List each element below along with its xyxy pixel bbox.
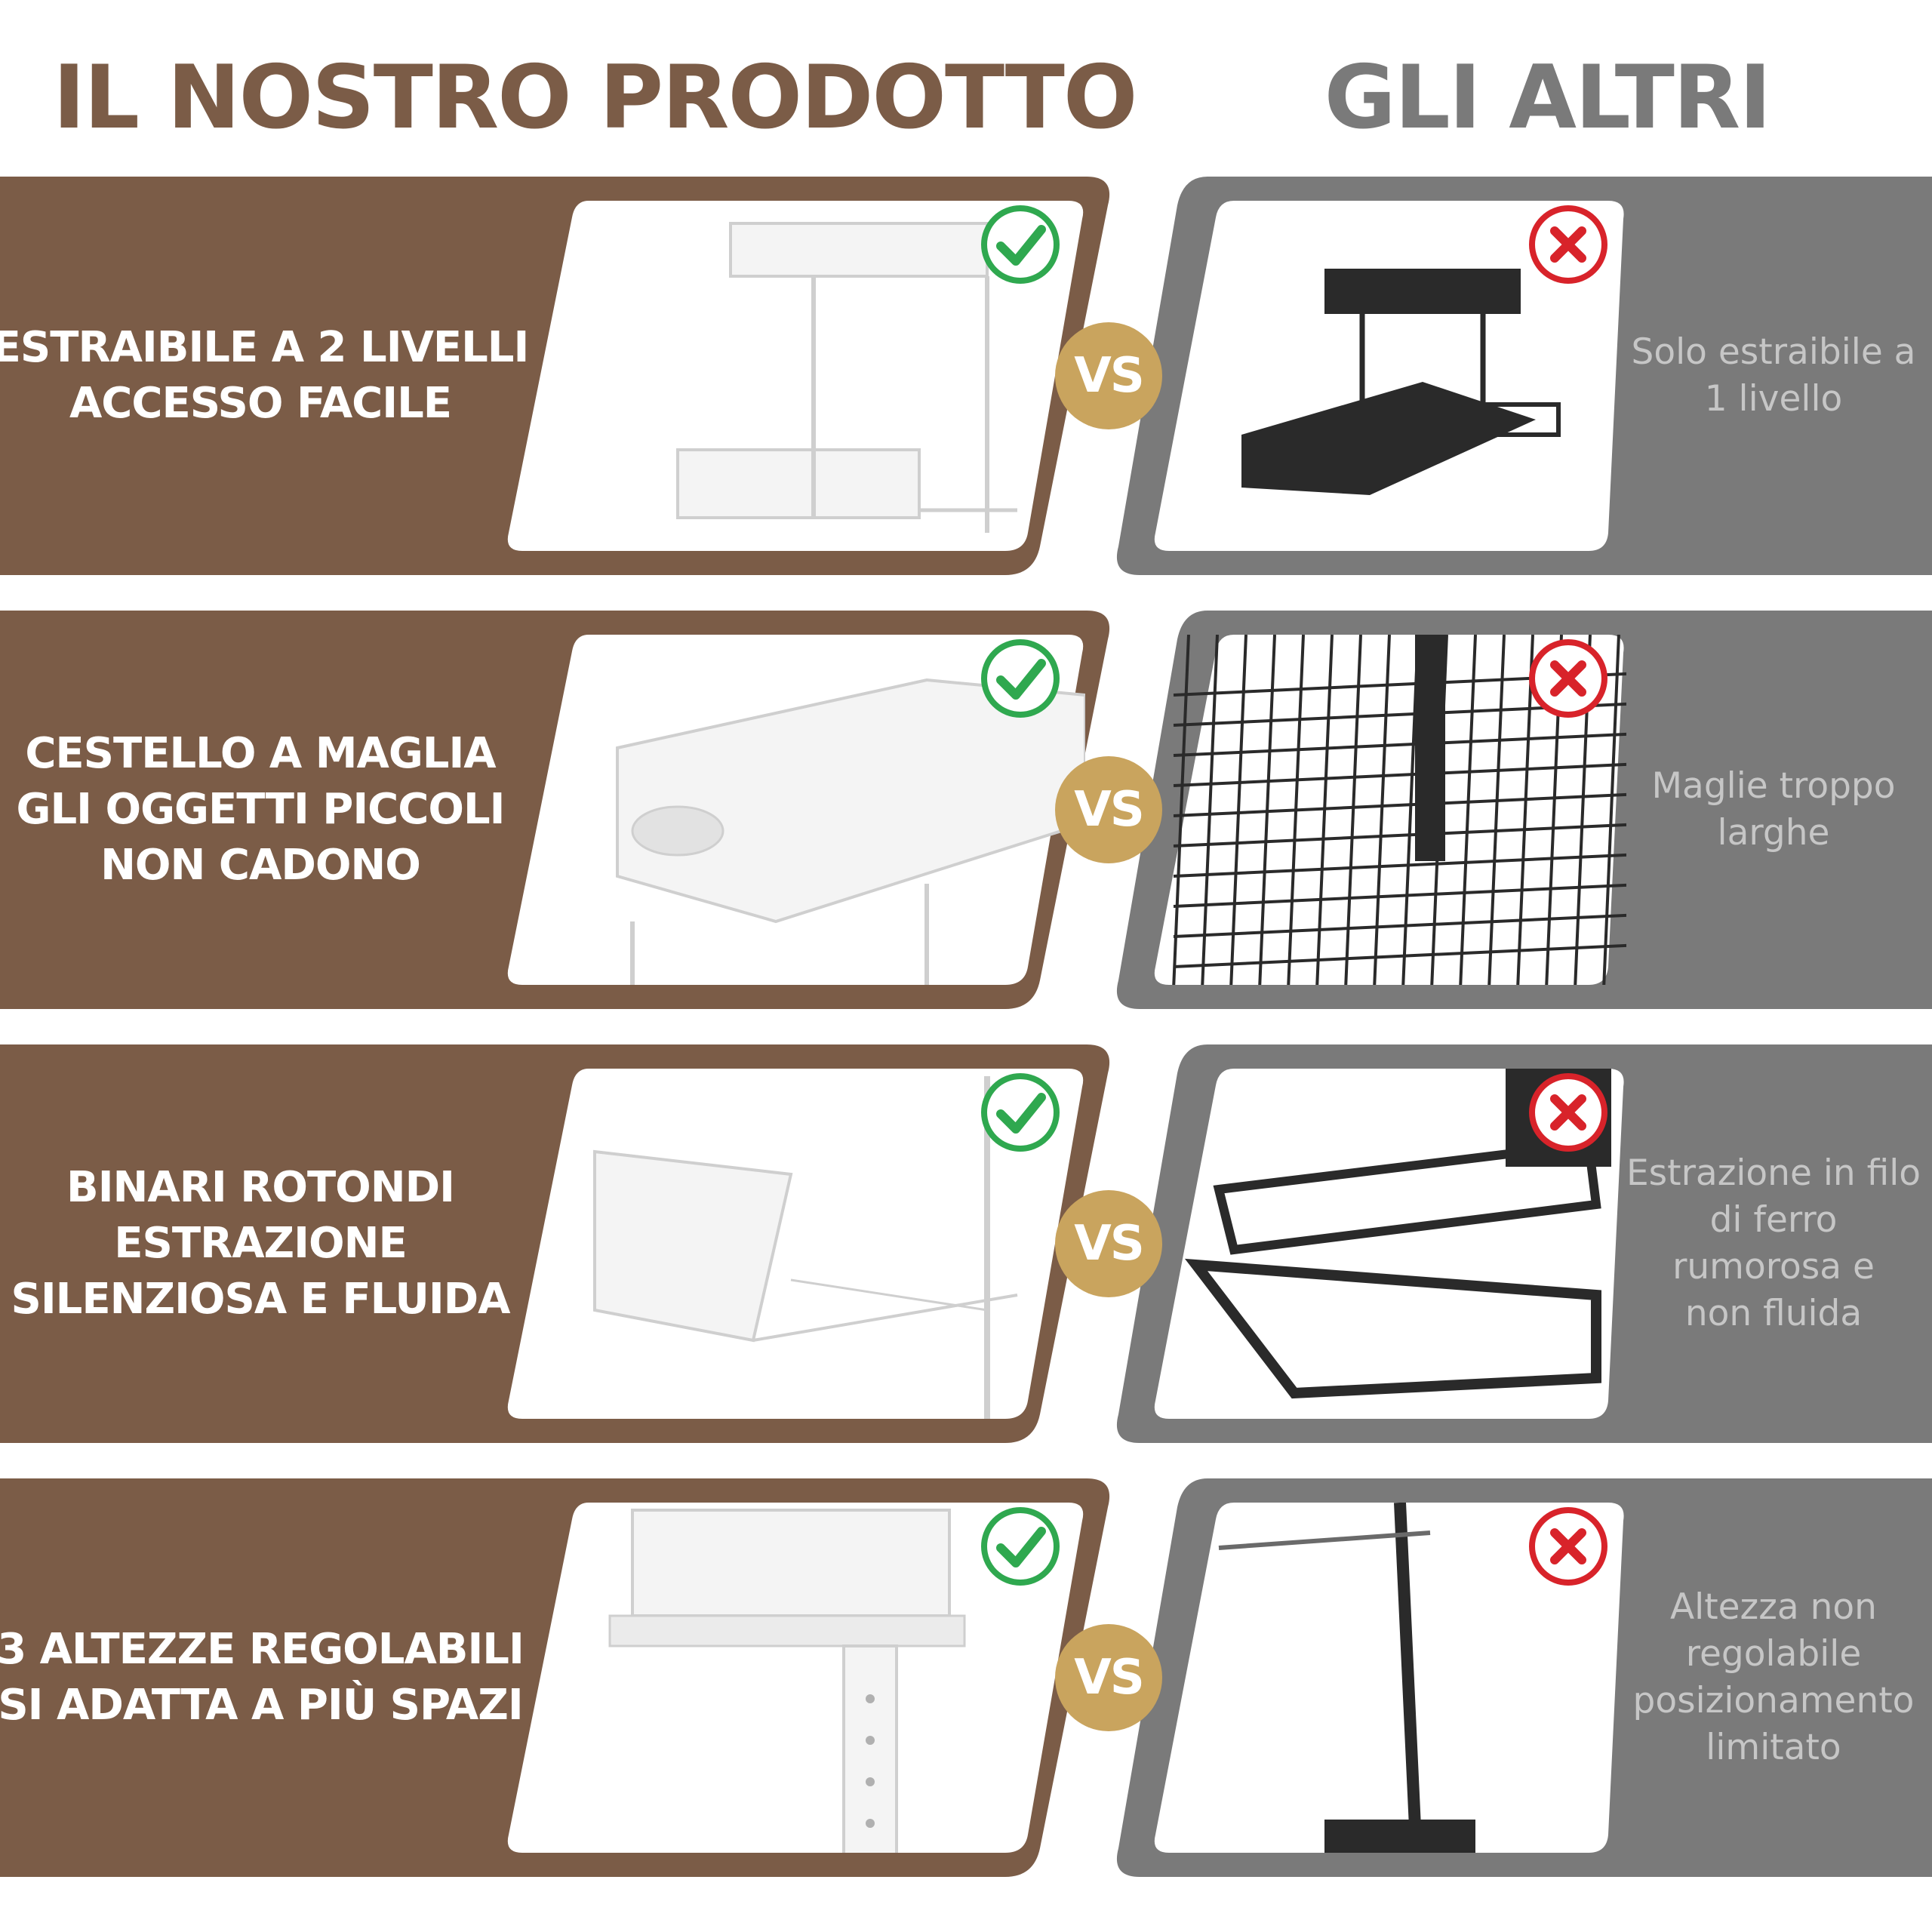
our-feature-line: ACCESSO FACILE <box>69 379 452 428</box>
cross-circle-icon <box>1526 1504 1611 1589</box>
our-feature-label: BINARI ROTONDI ESTRAZIONE SILENZIOSA E FLU… <box>0 1044 521 1443</box>
others-feature-label: Estrazione in filo di ferro rumorosa e non … <box>1600 1044 1932 1443</box>
others-feature-line: di ferro <box>1709 1199 1838 1241</box>
our-product-image <box>504 201 1085 554</box>
our-feature-line: SI ADATTA A PIÙ SPAZI <box>0 1681 524 1730</box>
our-feature-line: 3 ALTEZZE REGOLABILI <box>0 1625 525 1674</box>
others-feature-label: Altezza non regolabile posizionamento limit… <box>1600 1478 1932 1877</box>
others-product-image <box>1151 201 1626 554</box>
our-feature-line: NON CADONO <box>100 841 421 890</box>
check-circle-icon <box>978 1070 1063 1155</box>
cross-circle-icon <box>1526 1070 1611 1155</box>
our-feature-label: 3 ALTEZZE REGOLABILI SI ADATTA A PIÙ SPAZ… <box>0 1478 525 1877</box>
vs-badge: VS <box>1055 322 1162 429</box>
others-feature-label: Solo estraibile a 1 livello <box>1600 177 1932 575</box>
others-feature-label: Maglie troppo larghe <box>1600 611 1932 1009</box>
our-feature-line: SILENZIOSA E FLUIDA <box>11 1275 510 1324</box>
comparison-row: ESTRAIBILE A 2 LIVELLI ACCESSO FACILE Solo… <box>0 177 1932 575</box>
our-feature-line: CESTELLO A MAGLIA <box>25 729 496 778</box>
our-product-image <box>504 1503 1085 1859</box>
our-product-image <box>504 635 1087 989</box>
our-feature-line: BINARI ROTONDI <box>66 1163 455 1212</box>
comparison-row: BINARI ROTONDI ESTRAZIONE SILENZIOSA E FLU… <box>0 1044 1932 1443</box>
cross-circle-icon <box>1526 202 1611 287</box>
our-product-title: IL NOSTRO PRODOTTO <box>53 47 1138 149</box>
others-feature-line: regolabile <box>1685 1633 1862 1675</box>
vs-badge: VS <box>1055 1624 1162 1731</box>
our-feature-line: ESTRAIBILE A 2 LIVELLI <box>0 323 529 372</box>
comparison-row: CESTELLO A MAGLIA GLI OGGETTI PICCOLI NON … <box>0 611 1932 1009</box>
check-circle-icon <box>978 202 1063 287</box>
others-feature-line: non fluida <box>1684 1293 1863 1334</box>
others-feature-line: limitato <box>1706 1727 1841 1768</box>
our-feature-label: CESTELLO A MAGLIA GLI OGGETTI PICCOLI NON … <box>0 611 521 1009</box>
check-circle-icon <box>978 636 1063 721</box>
cross-circle-icon <box>1526 636 1611 721</box>
others-feature-line: larghe <box>1717 812 1830 854</box>
vs-badge: VS <box>1055 756 1162 863</box>
our-feature-label: ESTRAIBILE A 2 LIVELLI ACCESSO FACILE <box>0 177 529 575</box>
others-feature-line: rumorosa e <box>1672 1246 1875 1287</box>
our-feature-line: GLI OGGETTI PICCOLI <box>16 785 506 834</box>
others-feature-line: posizionamento <box>1632 1680 1915 1721</box>
others-feature-line: Solo estraibile a <box>1631 331 1916 373</box>
others-feature-line: Estrazione in filo <box>1626 1152 1921 1194</box>
others-feature-line: 1 livello <box>1704 378 1843 420</box>
our-feature-line: ESTRAZIONE <box>114 1219 407 1268</box>
others-title: GLI ALTRI <box>1324 47 1772 149</box>
check-circle-icon <box>978 1504 1063 1589</box>
our-product-image <box>504 1069 1085 1423</box>
others-feature-line: Altezza non <box>1670 1586 1877 1628</box>
others-feature-line: Maglie troppo <box>1651 765 1896 807</box>
vs-badge: VS <box>1055 1190 1162 1297</box>
comparison-row: 3 ALTEZZE REGOLABILI SI ADATTA A PIÙ SPAZ… <box>0 1478 1932 1877</box>
